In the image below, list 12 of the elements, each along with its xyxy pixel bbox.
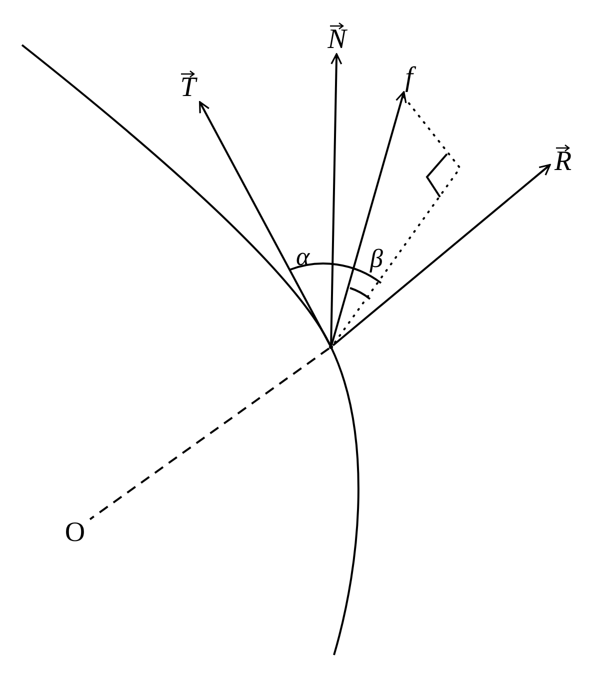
vector-label: T bbox=[180, 74, 196, 102]
vector-label: N bbox=[328, 26, 346, 54]
arrow bbox=[332, 164, 551, 346]
angle-label: α bbox=[296, 244, 310, 270]
angle-label: β bbox=[370, 246, 383, 272]
vector-label: R bbox=[554, 148, 572, 176]
arrow bbox=[330, 91, 407, 346]
arrow bbox=[198, 101, 331, 346]
point bbox=[329, 345, 333, 349]
dashed-line bbox=[89, 348, 330, 520]
arrow bbox=[330, 53, 342, 346]
vector-label: O bbox=[64, 519, 86, 547]
